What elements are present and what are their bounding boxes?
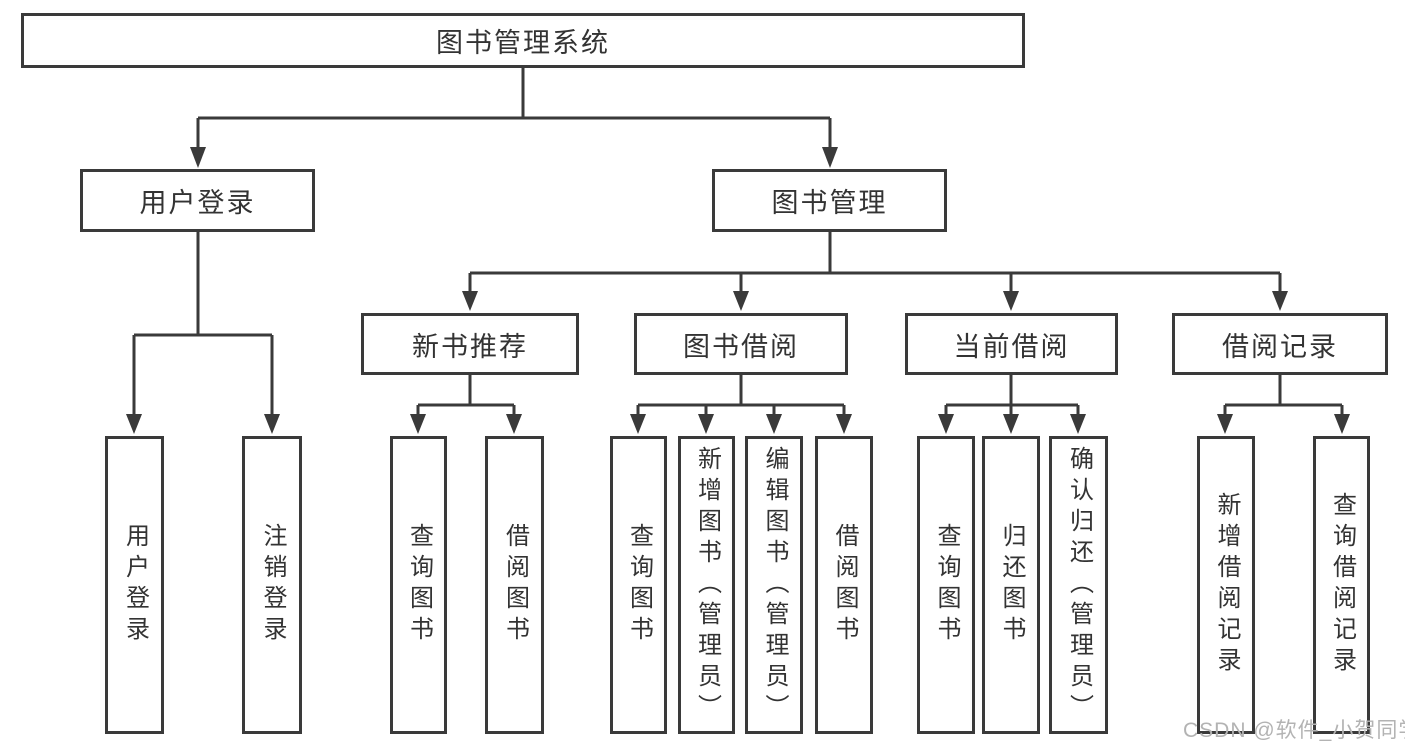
connector-root-to-level2: [196, 68, 832, 150]
leaf-records-query-record: 查询借阅记录: [1313, 436, 1370, 734]
leaf-recommend-query-book: 查询图书: [390, 436, 447, 734]
leaf-label: 确认归还（管理员）: [1065, 445, 1093, 725]
connector-recommend-to-leaves: [416, 375, 516, 417]
leaf-borrow-query-book: 查询图书: [610, 436, 667, 734]
leaf-label: 查询图书: [625, 523, 653, 647]
arrowheads-records-to-leaves: [1217, 414, 1350, 434]
leaf-label: 查询图书: [405, 523, 433, 647]
arrowheads-login-to-leaves: [126, 414, 280, 434]
arrowheads-current-to-leaves: [938, 414, 1086, 434]
leaf-label: 注销登录: [259, 523, 286, 647]
leaf-user-login: 用户登录: [105, 436, 164, 734]
node-book-borrow: 图书借阅: [634, 313, 848, 375]
arrowheads-root-to-level2: [190, 147, 838, 168]
leaf-label: 编辑图书（管理员）: [761, 445, 788, 725]
node-root-system: 图书管理系统: [21, 13, 1025, 68]
node-book-management: 图书管理: [712, 169, 947, 232]
leaf-label: 用户登录: [121, 523, 149, 647]
node-new-book-recommend: 新书推荐: [361, 313, 579, 375]
leaf-label: 借阅图书: [501, 523, 529, 647]
leaf-records-add-record: 新增借阅记录: [1197, 436, 1255, 734]
leaf-label: 归还图书: [998, 523, 1025, 647]
leaf-label: 借阅图书: [831, 523, 858, 647]
connector-current-to-leaves: [944, 375, 1080, 417]
leaf-borrow-edit-book-admin: 编辑图书（管理员）: [745, 436, 803, 734]
leaf-label: 新增借阅记录: [1213, 492, 1240, 678]
leaf-label: 查询借阅记录: [1328, 492, 1356, 678]
csdn-watermark: CSDN @软件_小贺同学: [1183, 719, 1405, 742]
leaf-borrow-borrow-book: 借阅图书: [815, 436, 873, 734]
arrowheads-mgmt-to-level3: [462, 291, 1288, 311]
connector-records-to-leaves: [1223, 375, 1344, 417]
leaf-recommend-borrow-book: 借阅图书: [485, 436, 544, 734]
leaf-current-return-book: 归还图书: [982, 436, 1040, 734]
leaf-current-query-book: 查询图书: [917, 436, 975, 734]
leaf-current-confirm-return-admin: 确认归还（管理员）: [1049, 436, 1108, 734]
arrowheads-recommend-to-leaves: [410, 414, 522, 434]
leaf-borrow-add-book-admin: 新增图书（管理员）: [678, 436, 735, 734]
connector-borrow-to-leaves: [636, 375, 846, 417]
connector-mgmt-to-level3: [468, 232, 1282, 294]
node-current-borrow: 当前借阅: [905, 313, 1118, 375]
leaf-logout: 注销登录: [242, 436, 302, 734]
arrowheads-borrow-to-leaves: [630, 414, 852, 434]
node-borrow-records: 借阅记录: [1172, 313, 1388, 375]
leaf-label: 新增图书（管理员）: [693, 445, 721, 725]
connector-login-to-leaves: [132, 232, 274, 417]
node-user-login: 用户登录: [80, 169, 315, 232]
leaf-label: 查询图书: [933, 523, 960, 647]
